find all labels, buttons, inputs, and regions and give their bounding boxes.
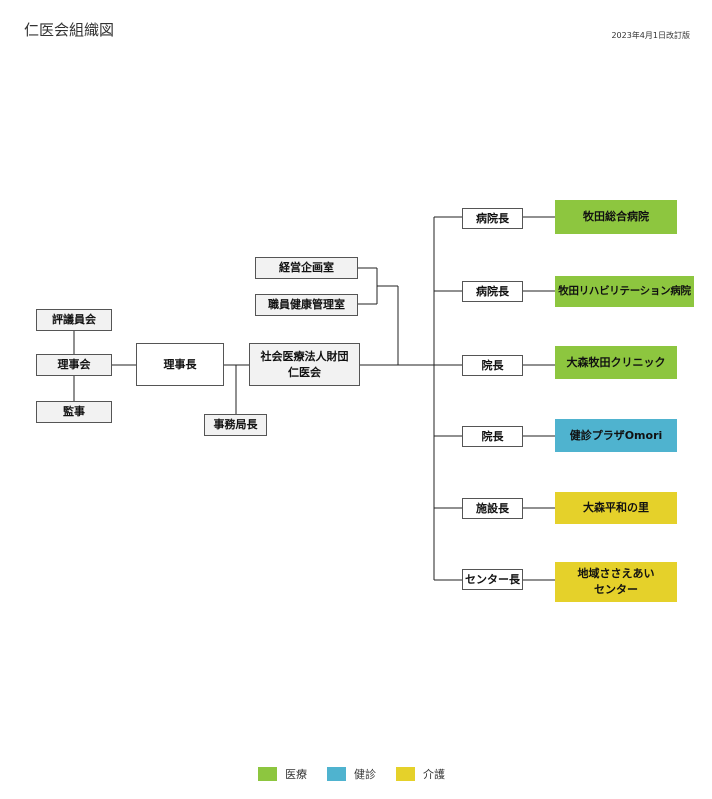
head-box: 院長 [462, 426, 523, 447]
legend-label-medical: 医療 [285, 768, 307, 781]
facility-box-kenshin-plaza: 健診プラザOmori [555, 419, 677, 452]
facility-label: 牧田総合病院 [583, 210, 649, 224]
head-label: 院長 [481, 358, 504, 372]
health-office-box: 職員健康管理室 [255, 294, 358, 316]
directors-label: 理事会 [57, 358, 91, 372]
auditor-label: 監事 [63, 405, 85, 419]
facility-box-sasaeai-center: 地域ささえあい センター [555, 562, 677, 602]
facility-box-heiwa-no-sato: 大森平和の里 [555, 492, 677, 524]
planning-office-box: 経営企画室 [255, 257, 358, 279]
page-title: 仁医会組織図 [24, 21, 115, 39]
head-label: 院長 [481, 429, 504, 443]
head-label: センター長 [465, 572, 520, 586]
health-office-label: 職員健康管理室 [268, 298, 345, 312]
head-box: 病院長 [462, 208, 523, 229]
legend-label-care: 介護 [423, 768, 445, 781]
corporation-box: 社会医療法人財団 仁医会 [249, 343, 360, 386]
legend-swatch-care [396, 767, 415, 781]
head-box: センター長 [462, 569, 523, 590]
councilors-box: 評議員会 [36, 309, 112, 331]
head-box: 施設長 [462, 498, 523, 519]
planning-office-label: 経営企画室 [279, 261, 334, 275]
head-box: 病院長 [462, 281, 523, 302]
facility-label: 大森牧田クリニック [566, 355, 666, 369]
head-label: 病院長 [476, 211, 509, 225]
facility-box-makita-general: 牧田総合病院 [555, 200, 677, 234]
corporation-line1: 社会医療法人財団 [260, 349, 349, 363]
head-label: 病院長 [476, 284, 509, 298]
legend-swatch-medical [258, 767, 277, 781]
secretary-general-box: 事務局長 [204, 414, 267, 436]
chairman-label: 理事長 [163, 357, 197, 371]
legend: 医療 健診 介護 [258, 766, 465, 782]
chairman-box: 理事長 [136, 343, 224, 386]
secretary-general-label: 事務局長 [213, 418, 258, 432]
facility-label: 大森平和の里 [583, 501, 649, 515]
head-label: 施設長 [476, 501, 509, 515]
auditor-box: 監事 [36, 401, 112, 423]
facility-label: 牧田リハビリテーション病院 [558, 284, 691, 297]
facility-box-makita-rehab: 牧田リハビリテーション病院 [555, 276, 694, 307]
legend-label-checkup: 健診 [354, 768, 376, 781]
revision-date: 2023年4月1日改訂版 [611, 31, 690, 40]
head-box: 院長 [462, 355, 523, 376]
facility-label-line1: 地域ささえあい [577, 567, 655, 581]
directors-box: 理事会 [36, 354, 112, 376]
facility-label-line2: センター [594, 583, 638, 596]
legend-swatch-checkup [327, 767, 346, 781]
facility-box-omori-clinic: 大森牧田クリニック [555, 346, 677, 379]
facility-label: 健診プラザOmori [569, 428, 663, 442]
councilors-label: 評議員会 [52, 313, 96, 327]
corporation-line2: 仁医会 [288, 365, 321, 379]
